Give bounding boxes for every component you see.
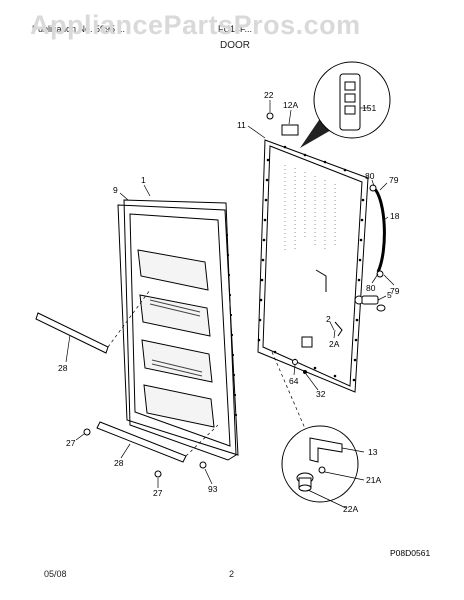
callout-22: 22 bbox=[264, 90, 274, 100]
model-header: FU14F... bbox=[218, 24, 253, 34]
callout-5: 5 bbox=[387, 290, 392, 300]
callout-1: 1 bbox=[141, 175, 146, 185]
diagram-code: P08D0561 bbox=[390, 548, 430, 558]
callout-79-upper: 79 bbox=[389, 175, 399, 185]
callout-18: 18 bbox=[390, 211, 400, 221]
label-plate bbox=[281, 124, 299, 136]
callout-13: 13 bbox=[368, 447, 378, 457]
part-64 bbox=[292, 359, 298, 365]
callout-80-lower: 80 bbox=[366, 283, 376, 293]
callout-79-lower: 79 bbox=[390, 286, 400, 296]
callout-2: 2 bbox=[326, 314, 331, 324]
callout-22A: 22A bbox=[343, 504, 358, 514]
callout-21A: 21A bbox=[366, 475, 381, 485]
outer-door-panel bbox=[257, 139, 369, 393]
screw-22 bbox=[266, 112, 274, 120]
inner-door-liner bbox=[117, 199, 239, 461]
shelf-bar-lower bbox=[96, 421, 187, 463]
screw-93 bbox=[199, 461, 207, 469]
screw-27-upper bbox=[83, 428, 91, 436]
screw-27-lower bbox=[154, 470, 162, 478]
handle-detail-callout bbox=[300, 61, 391, 148]
callout-27-lower: 27 bbox=[153, 488, 163, 498]
door-handle bbox=[369, 184, 386, 278]
callout-2A: 2A bbox=[329, 339, 340, 349]
callout-151: 151 bbox=[362, 103, 376, 113]
shelf-bar-upper bbox=[35, 312, 109, 354]
publication-header: Publication No. 5995 ... bbox=[32, 24, 126, 34]
section-title: DOOR bbox=[220, 40, 250, 51]
site-watermark: AppliancePartsPros.com bbox=[30, 10, 361, 40]
callout-64: 64 bbox=[289, 376, 299, 386]
callout-32: 32 bbox=[316, 389, 326, 399]
footer-page-number: 2 bbox=[229, 569, 235, 579]
callout-11: 11 bbox=[237, 120, 246, 130]
callout-9: 9 bbox=[113, 185, 118, 195]
callout-27-upper: 27 bbox=[66, 438, 76, 448]
callout-28-upper: 28 bbox=[58, 363, 68, 373]
callout-12A: 12A bbox=[283, 100, 298, 110]
footer-date: 05/08 bbox=[44, 569, 67, 579]
callout-80-upper: 80 bbox=[365, 171, 375, 181]
callout-93: 93 bbox=[208, 484, 218, 494]
hinge-detail-callout bbox=[281, 425, 359, 503]
part-32 bbox=[303, 370, 307, 374]
callout-28-lower: 28 bbox=[114, 458, 124, 468]
